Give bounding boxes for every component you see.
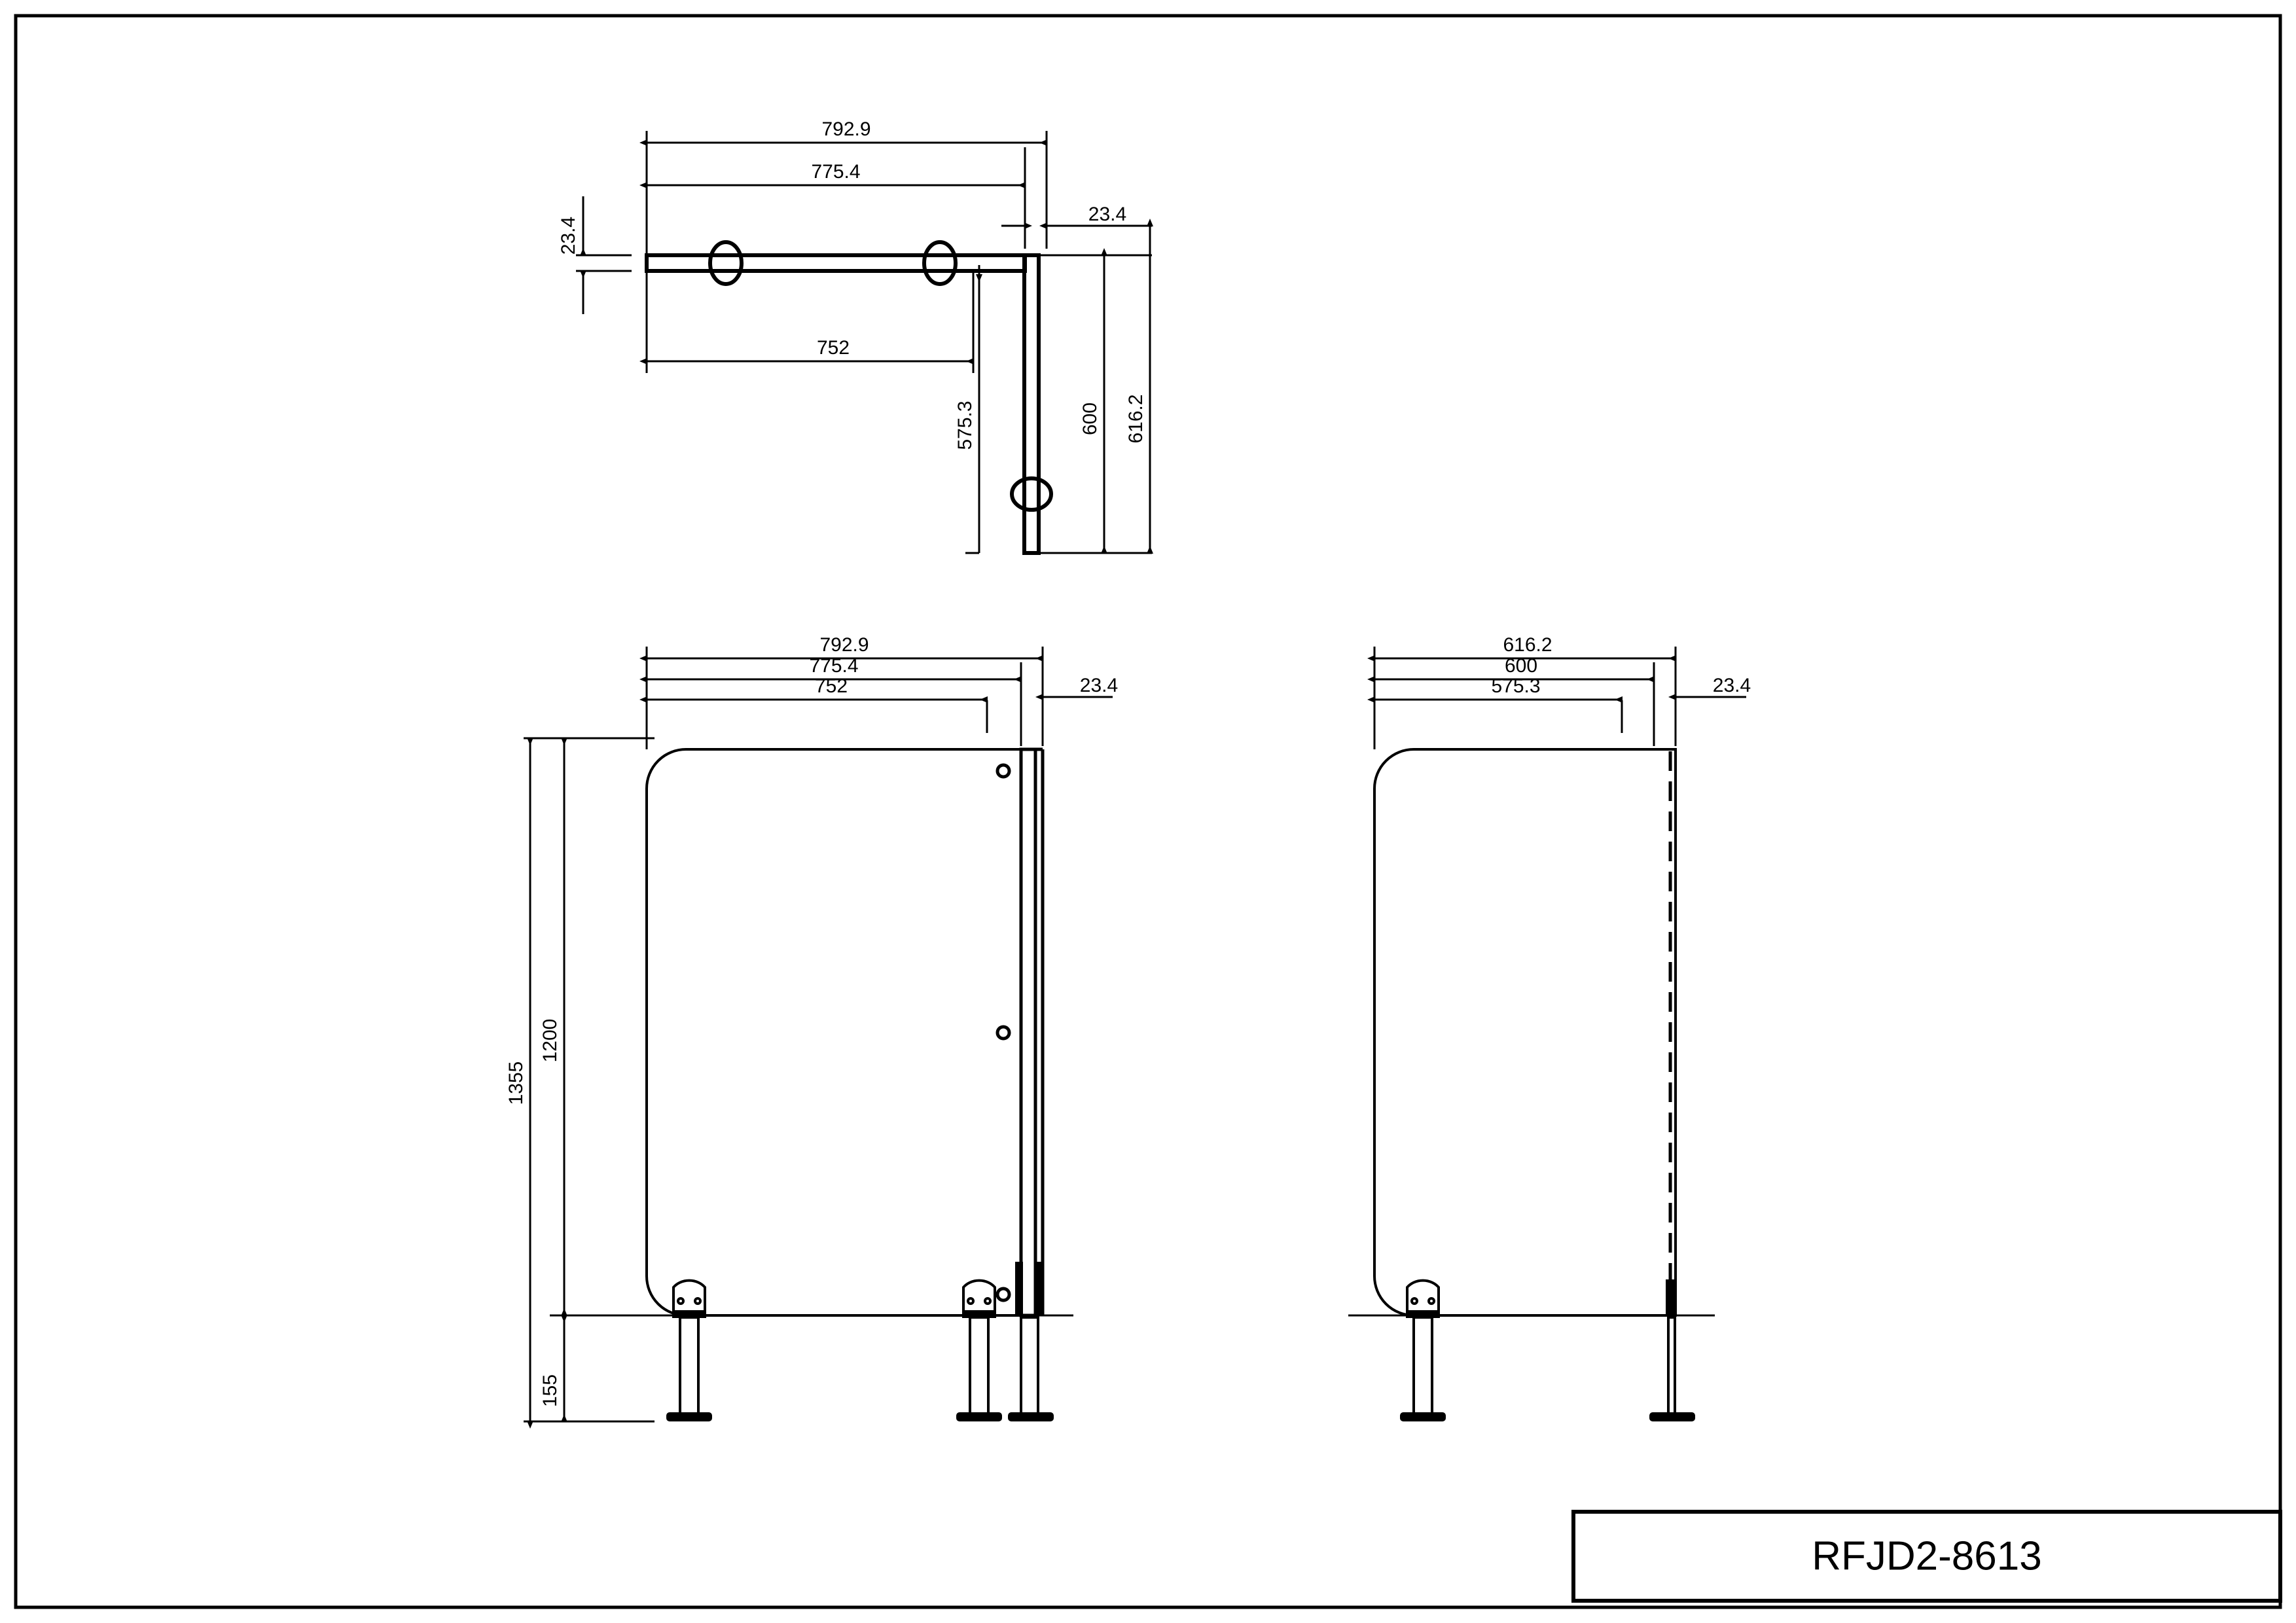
dim-top-616-2: 616.2 xyxy=(1125,219,1153,554)
dim-label-front-overall-width: 792.9 xyxy=(819,634,869,656)
dim-label-side-panel-depth: 600 xyxy=(1505,655,1537,677)
dim-top-600: 600 xyxy=(1079,248,1107,554)
dim-label-front-inner-width: 752 xyxy=(815,675,848,697)
dim-label-top-thickness-left: 23.4 xyxy=(558,217,579,255)
dim-side-600: 600 xyxy=(1367,655,1655,683)
dim-front-thickness-23-4: 23.4 xyxy=(1035,675,1118,700)
dim-label-top-thickness-right: 23.4 xyxy=(1088,204,1126,225)
front-view-hinge-hole-top-icon xyxy=(996,763,1011,779)
side-view: 616.2 600 575.3 23.4 xyxy=(1348,634,1751,1421)
dim-label-front-thickness: 23.4 xyxy=(1080,675,1118,696)
dim-side-575-3: 575.3 xyxy=(1367,675,1623,703)
top-view: 792.9 775.4 23.4 23.4 752 xyxy=(558,118,1153,555)
dim-label-side-inner-depth: 575.3 xyxy=(1491,675,1540,697)
dim-front-1355: 1355 xyxy=(505,738,533,1429)
front-view-leg-bracket-left xyxy=(672,1279,706,1318)
dim-top-thickness-left-23-4: 23.4 xyxy=(558,196,586,314)
front-view-hinge-hole-middle-icon xyxy=(996,1025,1011,1041)
front-view-leg-post-left xyxy=(666,1316,712,1421)
front-view-post-foot-right xyxy=(1008,1262,1054,1421)
front-view-right-post xyxy=(1019,747,1045,1317)
side-view-post-foot-right xyxy=(1649,1279,1695,1421)
dim-label-front-panel-width: 775.4 xyxy=(809,655,858,677)
front-view-leg-bracket-middle xyxy=(962,1279,996,1318)
dim-label-side-thickness: 23.4 xyxy=(1713,675,1751,696)
front-view: 792.9 775.4 752 23.4 1355 xyxy=(505,634,1118,1429)
dim-top-792-9: 792.9 xyxy=(639,118,1047,146)
dim-top-575-3: 575.3 xyxy=(954,274,982,553)
dim-side-616-2: 616.2 xyxy=(1367,634,1676,662)
dim-front-752: 752 xyxy=(639,675,988,703)
dim-label-top-inner-depth: 575.3 xyxy=(954,401,976,450)
title-block-part-number: RFJD2-8613 xyxy=(1812,1533,2041,1578)
dim-label-front-overall-height: 1355 xyxy=(505,1061,527,1105)
side-view-leg-post-left xyxy=(1400,1316,1446,1421)
front-view-glass-panel xyxy=(645,748,1022,1317)
dim-front-775-4: 775.4 xyxy=(639,655,1022,683)
dim-top-775-4: 775.4 xyxy=(639,161,1026,188)
top-view-bracket-bottom-icon xyxy=(1010,476,1053,512)
top-view-extension-lines xyxy=(576,131,1152,554)
title-block-frame xyxy=(1571,1510,2282,1603)
title-block: RFJD2-8613 xyxy=(1571,1510,2282,1603)
dim-front-155: 155 xyxy=(539,1308,567,1422)
dim-label-top-inner-width: 752 xyxy=(817,337,850,359)
dim-label-front-leg-height: 155 xyxy=(539,1374,561,1407)
dim-label-top-panel-depth: 600 xyxy=(1079,402,1101,435)
dim-front-792-9: 792.9 xyxy=(639,634,1043,662)
top-view-bracket-right-icon xyxy=(922,240,958,286)
dim-top-thickness-right-23-4: 23.4 xyxy=(1001,204,1126,229)
top-view-vertical-rail xyxy=(1022,253,1041,555)
dim-side-thickness-23-4: 23.4 xyxy=(1668,675,1751,700)
dim-label-top-overall-depth: 616.2 xyxy=(1125,394,1147,443)
dim-top-752: 752 xyxy=(639,337,974,365)
dim-front-1200: 1200 xyxy=(539,738,567,1323)
dim-label-top-panel-width: 775.4 xyxy=(811,161,860,183)
top-view-horizontal-rail xyxy=(645,253,1027,273)
front-view-hinge-hole-bottom-icon xyxy=(996,1287,1011,1302)
sheet-border xyxy=(14,14,2282,1609)
front-view-leg-post-middle xyxy=(956,1316,1002,1421)
front-view-extension-lines xyxy=(524,647,1113,1423)
top-view-bracket-left-icon xyxy=(708,240,744,286)
dim-label-top-overall-width: 792.9 xyxy=(821,118,870,140)
side-view-leg-bracket-left xyxy=(1406,1279,1440,1318)
dim-label-side-overall-depth: 616.2 xyxy=(1503,634,1552,656)
side-view-glass-panel xyxy=(1373,748,1677,1317)
dim-label-front-panel-height: 1200 xyxy=(539,1019,561,1063)
